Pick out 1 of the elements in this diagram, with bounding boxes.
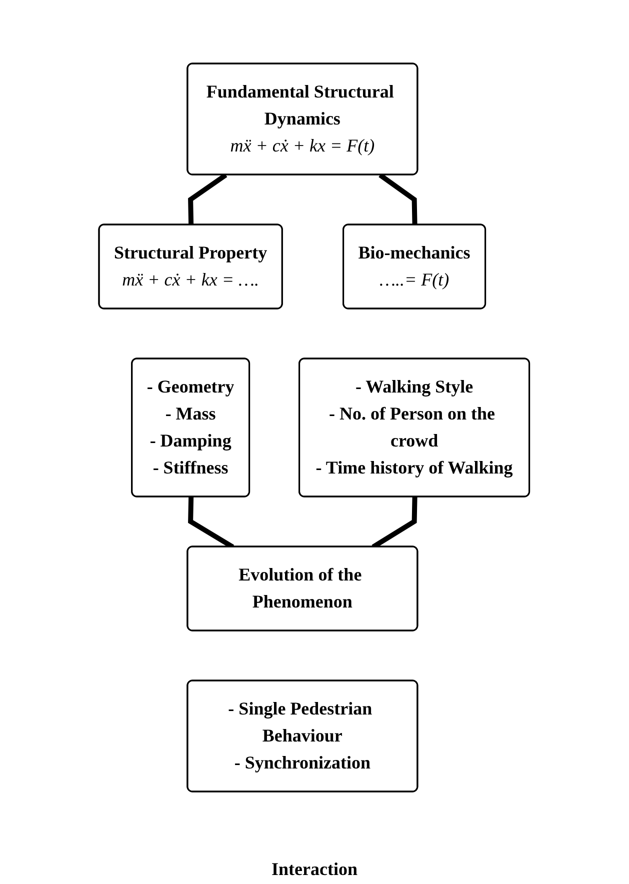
interaction-note: Interaction [272, 859, 358, 880]
